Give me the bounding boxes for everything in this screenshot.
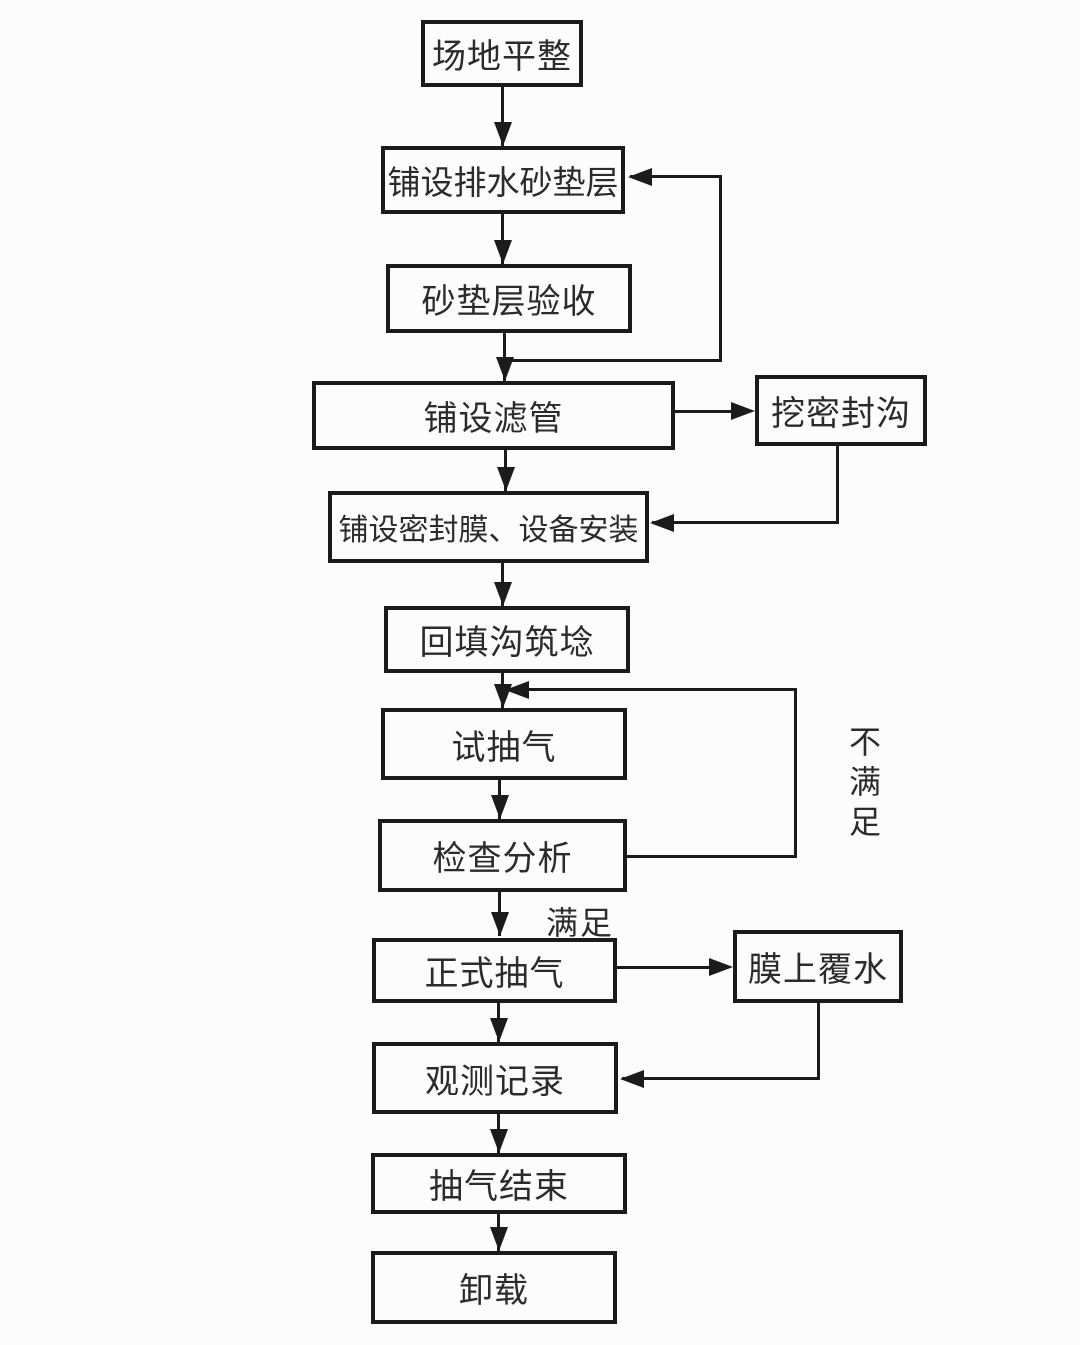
edge-formal-pumping-to-water-cover-line [617,966,709,969]
feedback-inspection-right-line [794,690,797,857]
node-water-cover-on-membrane: 膜上覆水 [733,930,903,1003]
node-site-leveling: 场地平整 [421,20,583,87]
feedback-inspection-return-line [507,688,797,691]
edge-water-cover-down-line [817,1003,820,1079]
edge-sealing-trench-down-line [836,444,839,523]
node-sand-cushion-acceptance: 砂垫层验收 [386,264,632,333]
node-inspection-analysis: 检查分析 [378,819,627,892]
edge-sealing-trench-to-membrane-line [652,521,839,524]
edge-trial-pumping-to-inspection-arrowhead-icon [491,795,509,819]
node-unloading: 卸载 [371,1251,617,1324]
edge-sand-cushion-to-acceptance-arrowhead-icon [494,240,512,264]
edge-sand-cushion-to-acceptance-line [501,214,504,264]
edge-inspection-to-formal-pumping-arrowhead-icon [491,912,509,936]
node-trial-pumping: 试抽气 [381,708,627,780]
feedback-acceptance-arrowhead-icon [628,168,652,186]
node-formal-pumping: 正式抽气 [372,938,617,1003]
node-observation-recording: 观测记录 [372,1042,618,1114]
feedback-inspection-arrowhead-icon [505,681,529,699]
edge-formal-pumping-to-water-cover-arrowhead-icon [709,958,733,976]
node-lay-sealing-membrane-equipment-install: 铺设密封膜、设备安装 [328,491,649,563]
node-pumping-end: 抽气结束 [371,1153,627,1214]
edge-pumping-end-to-unloading-arrowhead-icon [490,1227,508,1251]
edge-site-leveling-to-sand-cushion-arrowhead-icon [494,122,512,146]
feedback-acceptance-right-line [719,177,722,361]
edge-observation-to-pumping-end-arrowhead-icon [490,1129,508,1153]
node-lay-filter-pipes: 铺设滤管 [312,381,675,450]
node-backfill-trench-build-embankment: 回填沟筑埝 [384,606,630,673]
edge-filter-pipes-to-sealing-trench-line [675,410,733,413]
edge-membrane-to-backfill-arrowhead-icon [494,582,512,606]
edge-filter-pipes-to-membrane-arrowhead-icon [497,467,515,491]
edge-acceptance-to-filter-pipes-arrowhead-icon [496,357,514,381]
node-lay-drainage-sand-cushion: 铺设排水砂垫层 [381,146,625,214]
edge-water-cover-to-observation-arrowhead-icon [620,1070,644,1088]
node-dig-sealing-trench: 挖密封沟 [755,375,927,446]
feedback-inspection-exit-line [627,855,797,858]
edge-site-leveling-to-sand-cushion-line [501,87,504,146]
feedback-acceptance-bottom-line [503,359,722,362]
edge-filter-pipes-to-sealing-trench-arrowhead-icon [731,402,755,420]
feedback-acceptance-top-line [630,175,722,178]
edge-sealing-trench-to-membrane-arrowhead-icon [650,514,674,532]
edge-formal-pumping-to-observation-arrowhead-icon [490,1018,508,1042]
edge-water-cover-to-observation-line [622,1077,820,1080]
edge-label-satisfied: 满足 [546,905,615,941]
edge-label-not-satisfied: 不满足 [848,724,881,840]
